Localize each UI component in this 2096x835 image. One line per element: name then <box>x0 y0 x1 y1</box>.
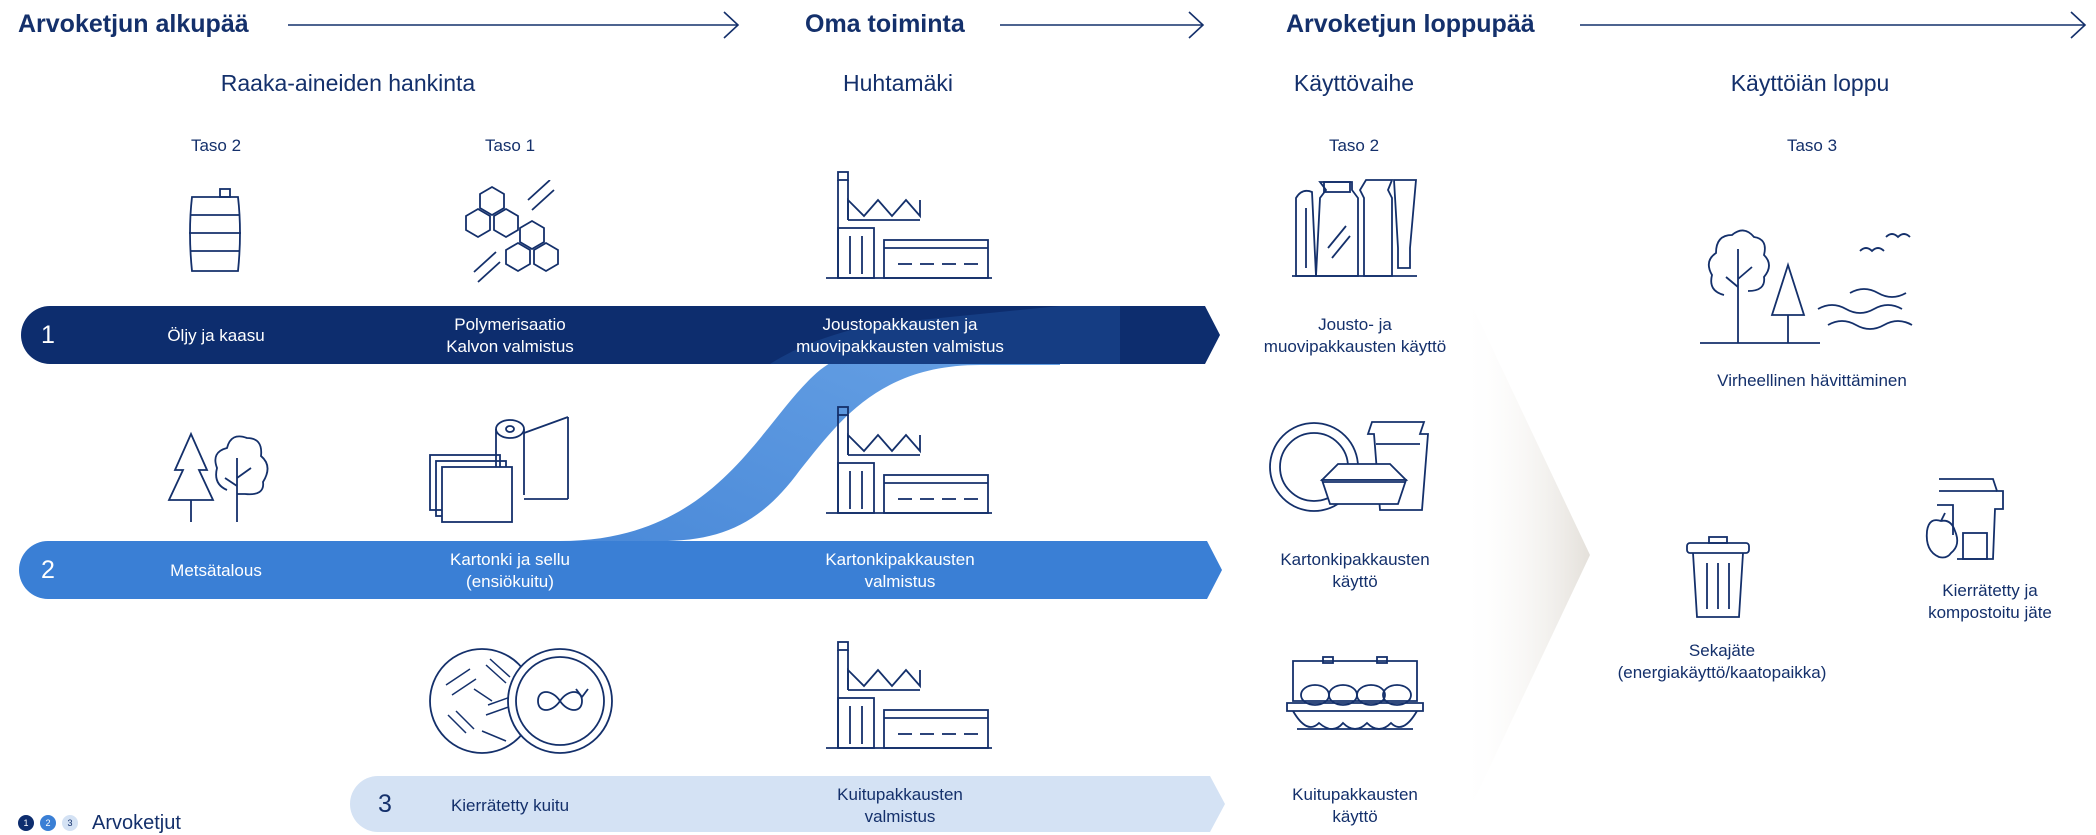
factory-icon <box>826 640 992 750</box>
plates-icon <box>1268 420 1438 515</box>
nature-litter-icon <box>1700 225 1925 350</box>
chain-2-to-1-curve <box>560 330 1060 541</box>
egg-carton-icon <box>1283 655 1428 750</box>
chain-3-source: Kierrätetty kuitu <box>450 796 570 815</box>
end-of-life-funnel <box>1460 280 1590 830</box>
chain-2-source: Metsätalous <box>170 561 262 580</box>
legend-dot-2: 2 <box>40 815 56 831</box>
chain-1-source: Öljy ja kaasu <box>167 326 265 345</box>
stage-use: Käyttövaihe <box>1293 70 1415 96</box>
header-downstream: Arvoketjun loppupää <box>1286 10 1535 38</box>
recycled-fiber-icon <box>426 645 616 755</box>
forest-icon <box>165 430 275 525</box>
compost-bin-icon <box>1917 475 2007 565</box>
flexible-packaging-icon <box>1292 178 1417 278</box>
factory-icon <box>826 405 992 515</box>
header-arrows <box>288 11 2087 39</box>
trash-bin-icon <box>1683 535 1753 620</box>
polymer-icon <box>458 180 578 285</box>
chain-1-number: 1 <box>41 321 55 349</box>
chain-2-number: 2 <box>41 556 55 584</box>
stage-sourcing: Raaka-aineiden hankinta <box>220 70 476 96</box>
stage-company: Huhtamäki <box>843 70 953 96</box>
header-upstream: Arvoketjun alkupää <box>18 10 249 38</box>
tier-1: Taso 1 <box>484 136 536 155</box>
barrel-icon <box>180 185 250 280</box>
stage-end-of-life: Käyttöiän loppu <box>1730 70 1890 96</box>
legend-dot-1: 1 <box>18 815 34 831</box>
eol-improper-disposal: Virheellinen hävittäminen <box>1717 371 1907 390</box>
chain-2-processing: Kartonki ja sellu(ensiökuitu) <box>449 550 571 591</box>
chain-3-band <box>350 776 1225 832</box>
tier-2-use: Taso 2 <box>1328 136 1380 155</box>
paper-roll-icon <box>428 415 573 525</box>
chain-2-band <box>19 541 1222 599</box>
legend-dot-3: 3 <box>62 815 78 831</box>
tier-2-sourcing: Taso 2 <box>190 136 242 155</box>
chain-3-number: 3 <box>378 790 392 818</box>
tier-3: Taso 3 <box>1786 136 1838 155</box>
eol-mixed-waste: Sekajäte(energiakäyttö/kaatopaikka) <box>1617 641 1827 682</box>
factory-icon <box>826 170 992 280</box>
legend-label: Arvoketjut <box>92 812 181 834</box>
header-own-operations: Oma toiminta <box>805 10 965 38</box>
